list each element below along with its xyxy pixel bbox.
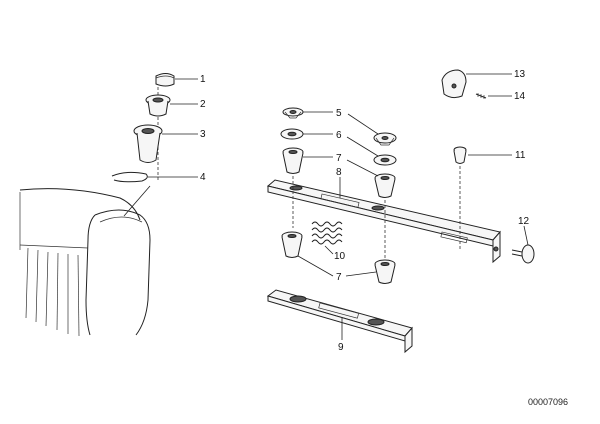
label-12: 12 (518, 216, 530, 227)
part-9-plate (266, 289, 413, 354)
label-10: 10 (334, 251, 346, 262)
part-1-cap (155, 73, 198, 87)
label-7-bottom: 7 (336, 272, 342, 283)
label-3: 3 (200, 129, 206, 140)
label-4: 4 (200, 172, 206, 183)
label-1: 1 (200, 74, 206, 85)
part-7-bush-lower-right (374, 259, 396, 284)
part-3-guide-sleeve-long (133, 124, 198, 163)
seat-back-illustration (19, 188, 151, 337)
label-6: 6 (336, 130, 342, 141)
label-13: 13 (514, 69, 526, 80)
part-7-bush-upper-right (374, 173, 396, 198)
part-10-spring (311, 221, 343, 255)
label-14: 14 (514, 91, 526, 102)
label-2: 2 (200, 99, 206, 110)
part-7-bush-upper-left (282, 147, 304, 174)
label-8: 8 (336, 167, 342, 178)
label-7-top: 7 (336, 153, 342, 164)
label-11: 11 (515, 150, 526, 161)
part-6-washer-right (373, 154, 397, 166)
part-5-grommet-left (282, 107, 304, 119)
part-13-cover (441, 69, 512, 99)
label-9: 9 (338, 342, 344, 353)
part-5-grommet-right (373, 132, 397, 146)
part-6-washer-left (280, 128, 304, 140)
label-5: 5 (336, 108, 342, 119)
part-4-clip (111, 171, 198, 183)
part-11-plug (453, 146, 512, 164)
part-12-button (511, 225, 535, 264)
diagram-id: 00007096 (528, 397, 568, 407)
part-14-screw (475, 93, 512, 99)
part-2-guide-sleeve (145, 94, 198, 117)
part-7-bush-lower-left (281, 231, 303, 258)
